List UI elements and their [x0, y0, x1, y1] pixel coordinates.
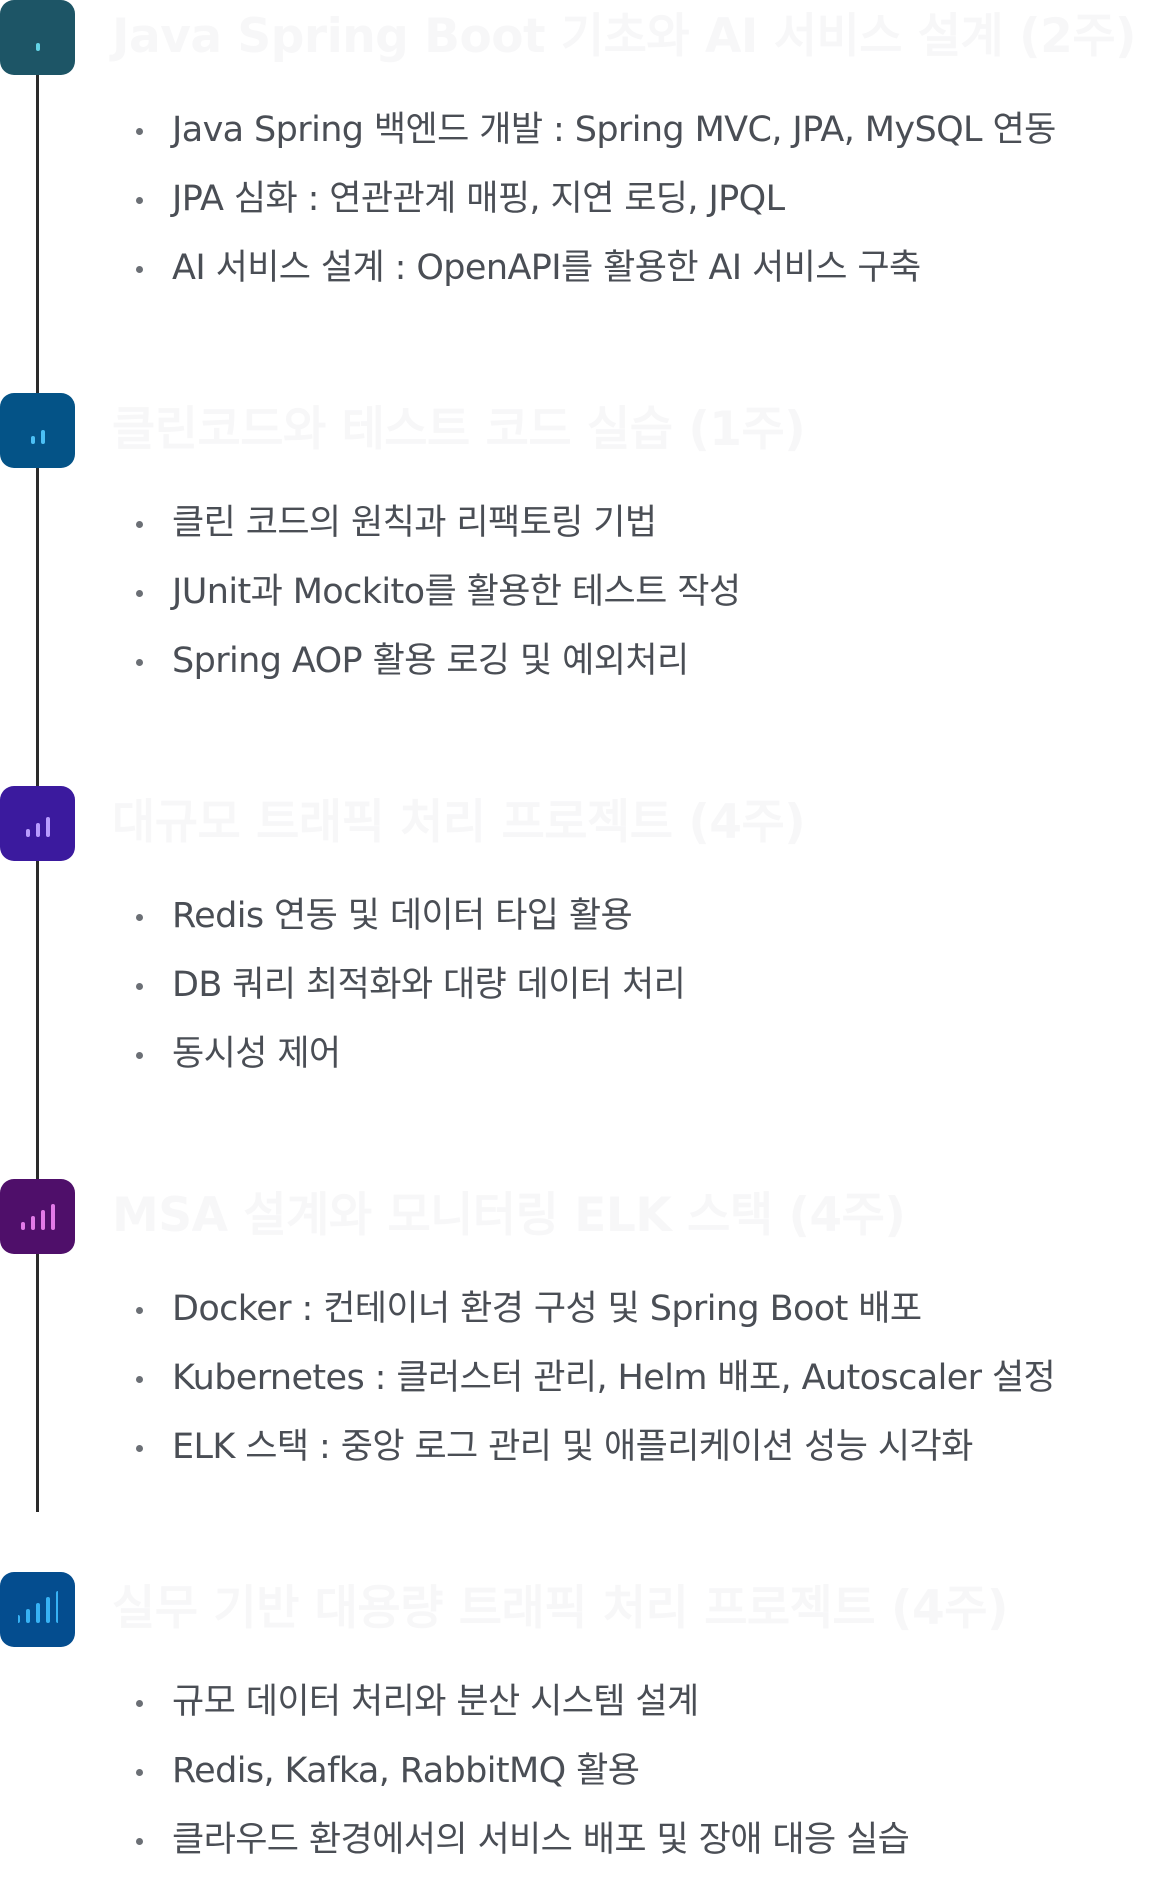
list-item-text: Spring AOP 활용 로깅 및 예외처리 [172, 641, 689, 681]
section-2-title: 클린코드와 테스트 코드 실습 (1주) [112, 402, 806, 457]
list-item-text: Java Spring 백엔드 개발 : Spring MVC, JPA, My… [172, 110, 1056, 150]
bullet-icon [136, 266, 143, 273]
list-item: JPA 심화 : 연관관계 매핑, 지연 로딩, JPQL [132, 169, 1056, 238]
list-item-text: ELK 스택 : 중앙 로그 관리 및 애플리케이션 성능 시각화 [172, 1427, 973, 1467]
list-item: Redis, Kafka, RabbitMQ 활용 [132, 1741, 909, 1810]
signal-bar [35, 1603, 40, 1623]
list-item: AI 서비스 설계 : OpenAPI를 활용한 AI 서비스 구축 [132, 238, 1056, 307]
section-2-badge [0, 393, 75, 468]
list-item-text: 클린 코드의 원칙과 리팩토링 기법 [172, 503, 657, 543]
signal-bars-4-icon [20, 1204, 55, 1230]
list-item: JUnit과 Mockito를 활용한 테스트 작성 [132, 562, 741, 631]
signal-bars-2-icon [30, 430, 45, 444]
list-item: 클린 코드의 원칙과 리팩토링 기법 [132, 493, 740, 562]
section-3-badge [0, 786, 75, 861]
signal-bars-5-icon [17, 1591, 58, 1623]
list-item-text: DB 쿼리 최적화와 대량 데이터 처리 [172, 965, 686, 1005]
bullet-icon [136, 128, 143, 135]
bullet-icon [136, 914, 143, 921]
timeline-line [36, 36, 39, 1512]
bullet-icon [136, 1700, 143, 1707]
list-item-text: Kubernetes : 클러스터 관리, Helm 배포, Autoscale… [172, 1358, 1056, 1398]
list-item-text: Docker : 컨테이너 환경 구성 및 Spring Boot 배포 [172, 1289, 922, 1329]
signal-bar [17, 1615, 20, 1623]
list-item: Docker : 컨테이너 환경 구성 및 Spring Boot 배포 [132, 1279, 1055, 1348]
list-item: Redis 연동 및 데이터 타입 활용 [132, 886, 685, 955]
list-item-text: 규모 데이터 처리와 분산 시스템 설계 [172, 1682, 699, 1722]
list-item-text: Redis, Kafka, RabbitMQ 활용 [172, 1751, 640, 1791]
signal-bars-3-icon [25, 817, 50, 837]
section-5-items: 규모 데이터 처리와 분산 시스템 설계 Redis, Kafka, Rabbi… [132, 1672, 910, 1879]
list-item-text: Redis 연동 및 데이터 타입 활용 [172, 896, 633, 936]
list-item-text: 동시성 제어 [172, 1034, 341, 1074]
signal-bar [55, 1591, 58, 1623]
list-item: Kubernetes : 클러스터 관리, Helm 배포, Autoscale… [132, 1348, 1056, 1417]
list-item-text: JUnit과 Mockito를 활용한 테스트 작성 [172, 572, 741, 612]
section-3-title: 대규모 트래픽 처리 프로젝트 (4주) [112, 795, 806, 850]
list-item-text: AI 서비스 설계 : OpenAPI를 활용한 AI 서비스 구축 [172, 248, 921, 288]
section-2-items: 클린 코드의 원칙과 리팩토링 기법 JUnit과 Mockito를 활용한 테… [132, 493, 741, 700]
bullet-icon [136, 1769, 143, 1776]
bullet-icon [136, 197, 143, 204]
section-1-items: Java Spring 백엔드 개발 : Spring MVC, JPA, My… [132, 100, 1056, 307]
signal-bar [40, 430, 45, 444]
bullet-icon [136, 590, 143, 597]
bullet-icon [136, 1052, 143, 1059]
section-5-title: 실무 기반 대용량 트래픽 처리 프로젝트 (4주) [112, 1581, 1008, 1636]
signal-bar [25, 1609, 30, 1623]
section-1-title: Java Spring Boot 기초와 AI 서비스 설계 (2주) [112, 9, 1137, 64]
section-5-badge [0, 1572, 75, 1647]
bullet-icon [136, 659, 143, 666]
list-item: DB 쿼리 최적화와 대량 데이터 처리 [132, 955, 686, 1024]
bullet-icon [136, 1307, 143, 1314]
section-4-badge [0, 1179, 75, 1254]
list-item-text: 클라우드 환경에서의 서비스 배포 및 장애 대응 실습 [172, 1820, 910, 1860]
signal-bar [45, 1597, 50, 1623]
list-item-text: JPA 심화 : 연관관계 매핑, 지연 로딩, JPQL [172, 179, 785, 219]
signal-bar [25, 829, 30, 837]
list-item: 동시성 제어 [132, 1024, 685, 1093]
signal-bar [35, 823, 40, 837]
signal-bar [40, 1210, 45, 1230]
list-item: 규모 데이터 처리와 분산 시스템 설계 [132, 1672, 909, 1741]
signal-bar [20, 1222, 25, 1230]
signal-bar [30, 436, 35, 444]
bullet-icon [136, 1838, 143, 1845]
list-item: Java Spring 백엔드 개발 : Spring MVC, JPA, My… [132, 100, 1056, 169]
list-item: 클라우드 환경에서의 서비스 배포 및 장애 대응 실습 [132, 1810, 910, 1879]
section-4-title: MSA 설계와 모니터링 ELK 스택 (4주) [112, 1188, 906, 1243]
bullet-icon [136, 521, 143, 528]
section-1-badge [0, 0, 75, 75]
list-item: Spring AOP 활용 로깅 및 예외처리 [132, 631, 740, 700]
bullet-icon [136, 1445, 143, 1452]
signal-bar [35, 43, 40, 51]
section-3-items: Redis 연동 및 데이터 타입 활용 DB 쿼리 최적화와 대량 데이터 처… [132, 886, 686, 1093]
signal-bar [50, 1204, 55, 1230]
signal-bars-1-icon [35, 43, 40, 51]
bullet-icon [136, 983, 143, 990]
section-4-items: Docker : 컨테이너 환경 구성 및 Spring Boot 배포 Kub… [132, 1279, 1056, 1486]
list-item: ELK 스택 : 중앙 로그 관리 및 애플리케이션 성능 시각화 [132, 1417, 1055, 1486]
bullet-icon [136, 1376, 143, 1383]
signal-bar [30, 1216, 35, 1230]
signal-bar [45, 817, 50, 837]
